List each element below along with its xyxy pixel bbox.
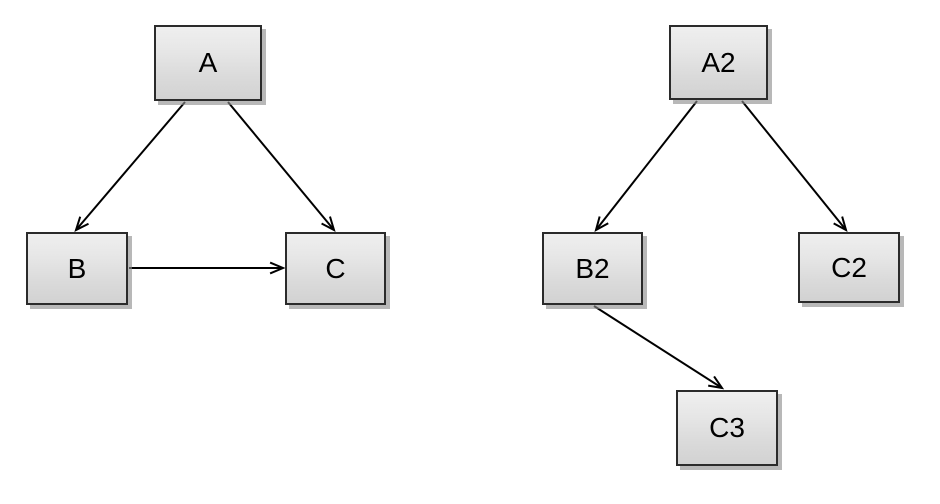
node-c2[interactable]: C2 (798, 232, 900, 303)
node-label-b2: B2 (575, 252, 610, 284)
arrowhead-B2-C3 (708, 375, 725, 390)
edges-group (74, 100, 848, 390)
edge-A2-C2 (741, 100, 847, 231)
node-label-b: B (67, 252, 87, 284)
node-c3[interactable]: C3 (676, 390, 778, 466)
node-b2[interactable]: B2 (542, 232, 643, 305)
edge-A-B (75, 101, 186, 231)
node-label-c: C (325, 252, 346, 284)
arrowhead-A2-C2 (833, 216, 848, 232)
node-a[interactable]: A (154, 25, 262, 101)
edge-B2-C3 (593, 305, 723, 389)
arrowhead-A2-B2 (594, 216, 609, 233)
node-b[interactable]: B (26, 232, 128, 305)
arrowhead-A-B (74, 216, 89, 232)
node-label-a: A (198, 47, 218, 78)
node-label-c2: C2 (831, 251, 867, 283)
edge-A-C (227, 101, 335, 231)
arrowhead-A-C (321, 216, 336, 232)
node-c[interactable]: C (285, 232, 386, 305)
node-label-a2: A2 (701, 46, 736, 78)
edge-A2-B2 (595, 100, 698, 231)
node-a2[interactable]: A2 (669, 25, 768, 100)
node-label-c3: C3 (709, 412, 745, 443)
arrowhead-B-C (269, 261, 286, 275)
